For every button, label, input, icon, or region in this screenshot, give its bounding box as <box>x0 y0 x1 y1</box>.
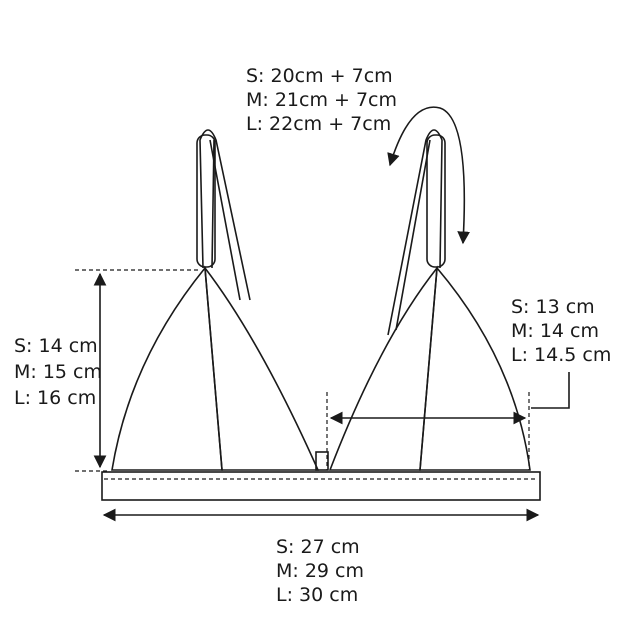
strap-length-m: M: 21cm + 7cm <box>246 89 397 111</box>
band-width-s: S: 27 cm <box>276 536 360 558</box>
cup-height-label: S: 14 cm M: 15 cm L: 16 cm <box>14 335 102 409</box>
cup-height-l: L: 16 cm <box>14 387 96 409</box>
left-cup <box>111 265 320 471</box>
cup-height-m: M: 15 cm <box>14 361 102 383</box>
strap-length-l: L: 22cm + 7cm <box>246 113 391 135</box>
cup-height-s: S: 14 cm <box>14 335 98 357</box>
strap-length-arrow <box>387 106 471 245</box>
cup-width-s: S: 13 cm <box>511 296 595 318</box>
left-strap-chain <box>196 134 216 268</box>
band-width-label: S: 27 cm M: 29 cm L: 30 cm <box>276 536 364 606</box>
underband <box>101 471 541 501</box>
strap-length-label: S: 20cm + 7cm M: 21cm + 7cm L: 22cm + 7c… <box>246 65 397 135</box>
strap-length-s: S: 20cm + 7cm <box>246 65 393 87</box>
cup-width-l: L: 14.5 cm <box>511 344 611 366</box>
cup-width-label: S: 13 cm M: 14 cm L: 14.5 cm <box>511 296 611 366</box>
center-gore <box>315 451 329 471</box>
right-cup <box>328 265 531 471</box>
cup-width-m: M: 14 cm <box>511 320 599 342</box>
band-width-l: L: 30 cm <box>276 584 358 606</box>
cup-height-arrow <box>75 269 200 472</box>
right-strap <box>387 129 446 336</box>
cup-width-arrow <box>326 372 570 470</box>
band-width-m: M: 29 cm <box>276 560 364 582</box>
left-strap <box>196 129 251 301</box>
